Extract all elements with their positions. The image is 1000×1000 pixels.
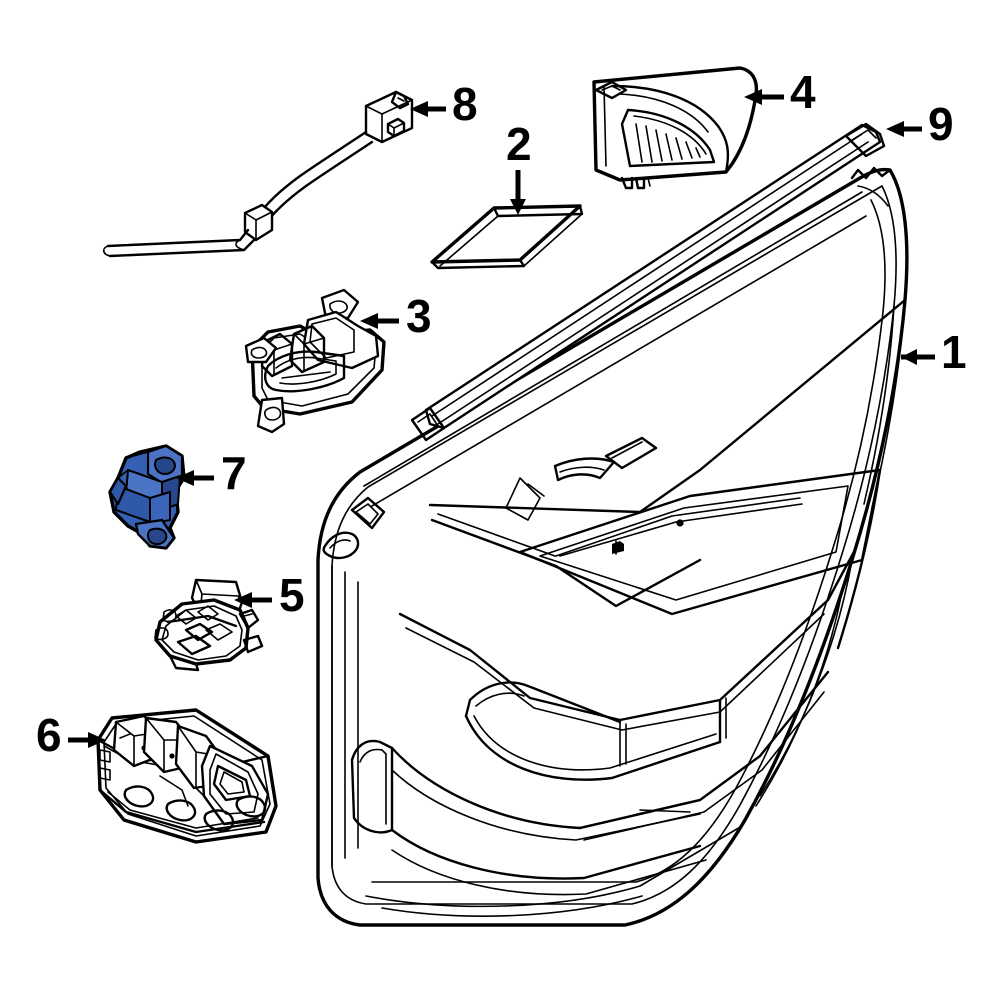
- callout-3-number: 3: [406, 290, 432, 342]
- door-panel-switch-plate-recess: [518, 468, 882, 616]
- callout-8[interactable]: 8: [410, 78, 478, 130]
- callout-1[interactable]: 1: [901, 326, 967, 378]
- callout-7[interactable]: 7: [176, 447, 247, 499]
- callout-9-number: 9: [928, 98, 954, 150]
- callout-8-number: 8: [452, 78, 478, 130]
- part-4-tweeter-speaker-grille-cover[interactable]: [592, 66, 759, 190]
- callout-6[interactable]: 6: [36, 709, 106, 761]
- callout-4[interactable]: 4: [744, 66, 816, 118]
- callout-layer: 1 2 3 4: [36, 66, 967, 761]
- door-panel-armrest-shelf: [428, 298, 907, 608]
- callout-4-number: 4: [790, 66, 816, 118]
- callout-1-number: 1: [941, 326, 967, 378]
- door-panel-armrest-grab-handle: [398, 546, 858, 781]
- callout-7-number: 7: [221, 447, 247, 499]
- part-1-front-door-trim-panel[interactable]: [316, 166, 909, 927]
- part-3-interior-door-handle-bezel[interactable]: [244, 288, 386, 434]
- part-6-master-window-switch-assembly[interactable]: [96, 708, 278, 844]
- part-8-door-latch-release-cable[interactable]: [102, 90, 414, 258]
- part-9-inner-belt-weatherstrip-molding[interactable]: [410, 122, 886, 442]
- callout-2[interactable]: 2: [506, 118, 532, 215]
- part-7-door-trim-bracket-retainer[interactable]: [108, 444, 186, 550]
- callout-2-number: 2: [506, 118, 532, 170]
- part-2-door-trim-insert-applique[interactable]: [430, 204, 584, 270]
- callout-3[interactable]: 3: [360, 290, 432, 342]
- part-5-door-lock-actuator-switch[interactable]: [154, 578, 264, 672]
- callout-5[interactable]: 5: [234, 569, 305, 621]
- callout-6-number: 6: [36, 709, 62, 761]
- door-panel-map-pocket: [350, 670, 830, 896]
- callout-9[interactable]: 9: [886, 98, 954, 150]
- door-panel-upper-left-clip: [322, 496, 386, 560]
- callout-5-number: 5: [279, 569, 305, 621]
